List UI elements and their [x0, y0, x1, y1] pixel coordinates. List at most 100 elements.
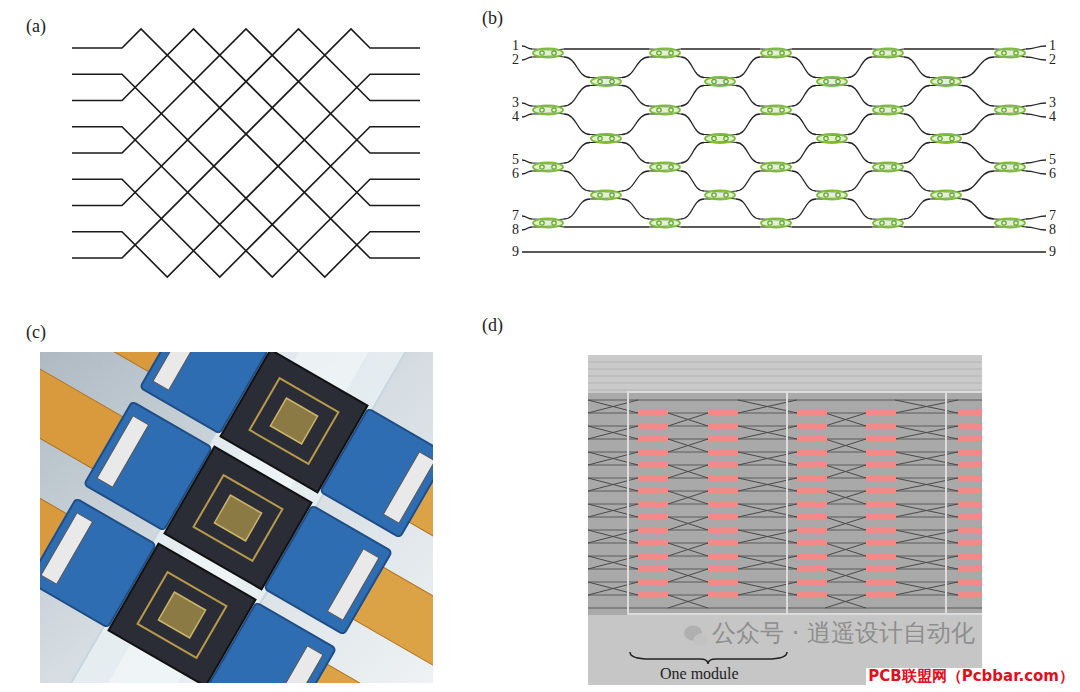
crossing — [668, 491, 708, 504]
heater-bar — [797, 475, 827, 481]
phase-shifter — [1002, 51, 1006, 55]
panel-label: (b) — [482, 8, 503, 29]
coupler — [931, 134, 961, 143]
crossing — [895, 426, 958, 439]
port-number: 7 — [1049, 208, 1056, 224]
stripe — [588, 383, 982, 384]
phase-shifter — [598, 79, 602, 83]
crossing — [895, 400, 958, 413]
heater-bar — [797, 501, 827, 507]
chip-micrograph — [588, 355, 982, 685]
waveguide — [792, 171, 816, 191]
heater-bar — [797, 540, 827, 546]
crossing — [738, 400, 797, 413]
heater-bar — [708, 410, 738, 416]
waveguide — [904, 143, 930, 164]
heater-bar — [958, 423, 982, 429]
heater-bar — [958, 475, 982, 481]
waveguide — [622, 143, 649, 164]
phase-shifter — [950, 79, 954, 83]
heater-bar — [866, 514, 896, 520]
heater-bar — [866, 436, 896, 442]
waveguide — [681, 199, 704, 219]
heater-bar — [638, 410, 668, 416]
connector — [153, 352, 205, 390]
heater-bar — [866, 553, 896, 559]
heater-bar — [797, 579, 827, 585]
crossing — [668, 413, 708, 426]
port-number: 2 — [512, 52, 519, 68]
waveguide — [736, 199, 760, 219]
crossing — [668, 517, 708, 530]
heater-bar — [638, 449, 668, 455]
waveguide — [1026, 227, 1046, 230]
phase-shifter — [724, 193, 728, 197]
heater-bar — [797, 462, 827, 468]
photonic-die — [214, 495, 261, 541]
crossing — [588, 556, 638, 569]
waveguide — [962, 143, 994, 164]
crossing — [738, 452, 797, 465]
crossing — [668, 439, 708, 452]
heater-bar — [958, 592, 982, 598]
heater-bar — [866, 410, 896, 416]
phase-shifter — [950, 193, 954, 197]
crossing — [588, 452, 638, 465]
waveguide — [564, 226, 649, 227]
phase-shifter — [938, 79, 942, 83]
phase-shifter — [1002, 108, 1006, 112]
phase-shifter — [540, 165, 544, 169]
waveguide — [792, 57, 816, 78]
waveguide — [564, 48, 649, 49]
port-number: 8 — [512, 222, 519, 238]
coupler — [817, 191, 847, 200]
waveguide — [904, 86, 930, 107]
port-number: 5 — [512, 152, 519, 168]
crossing — [668, 413, 708, 426]
waveguide — [72, 74, 420, 277]
waveguide — [792, 86, 816, 107]
phase-shifter — [768, 51, 772, 55]
coupler — [995, 106, 1025, 115]
waveguide — [962, 199, 994, 219]
crossing — [738, 478, 797, 491]
crossing — [738, 478, 797, 491]
panel-label: (a) — [26, 16, 46, 37]
crossing-mesh — [72, 29, 420, 277]
waveguide — [522, 46, 532, 49]
heater-bar — [708, 540, 738, 546]
crossing — [588, 452, 638, 465]
heater-bar — [797, 592, 827, 598]
waveguide — [72, 29, 420, 258]
coupler — [873, 163, 903, 172]
port-number: 9 — [1049, 244, 1056, 260]
phase-shifter — [724, 79, 728, 83]
crossing — [588, 582, 638, 595]
coupler — [817, 134, 847, 143]
phase-shifter — [938, 136, 942, 140]
mzi-mesh — [522, 46, 1046, 252]
crossing — [738, 582, 797, 595]
crossing — [738, 452, 797, 465]
waveguide — [72, 29, 420, 206]
waveguide — [1026, 46, 1046, 49]
crossing — [738, 556, 797, 569]
heater-bar — [708, 514, 738, 520]
waveguide — [792, 143, 816, 164]
phase-shifter — [669, 108, 673, 112]
phase-shifter — [540, 108, 544, 112]
phase-shifter — [880, 221, 884, 225]
heater-bar — [866, 449, 896, 455]
waveguide — [736, 143, 760, 164]
waveguide — [564, 57, 590, 78]
waveguide — [1026, 57, 1046, 60]
heater-bar — [958, 462, 982, 468]
phase-shifter — [712, 79, 716, 83]
coupler — [533, 219, 563, 228]
crossing — [588, 504, 638, 517]
port-number: 6 — [512, 166, 519, 182]
waveguide — [848, 114, 872, 135]
module-outline — [628, 392, 787, 614]
waveguide — [962, 171, 994, 191]
port-number: 3 — [1049, 95, 1056, 111]
